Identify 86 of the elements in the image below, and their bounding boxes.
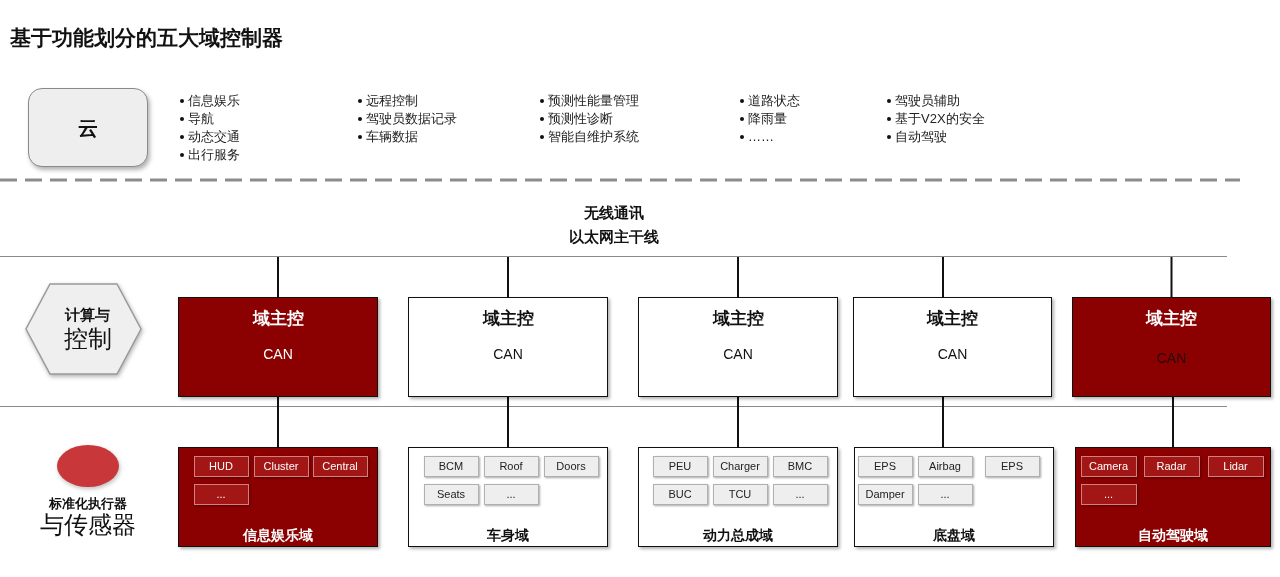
row-label: 与传感器 bbox=[40, 510, 136, 540]
domain-title: 底盘域 bbox=[933, 526, 975, 545]
controller-box bbox=[408, 297, 608, 397]
connector-line bbox=[942, 256, 944, 298]
domain-panel bbox=[408, 447, 608, 547]
connector-line bbox=[1172, 396, 1174, 448]
module-tag: PEU bbox=[652, 455, 708, 477]
list-item: 出行服务 bbox=[188, 146, 240, 164]
domain-panel bbox=[854, 447, 1054, 547]
module-tag: EPS bbox=[984, 455, 1040, 477]
module-tag: ... bbox=[483, 483, 539, 505]
module-tag: BCM bbox=[423, 455, 479, 477]
module-tag: Radar bbox=[1143, 455, 1200, 477]
category-box bbox=[28, 88, 148, 167]
diagram-title: 基于功能划分的五大域控制器 bbox=[10, 26, 283, 50]
list-item: 智能自维护系统 bbox=[548, 128, 639, 146]
domain-title: 信息娱乐域 bbox=[243, 526, 313, 545]
controller-title: 域主控 bbox=[1146, 308, 1197, 329]
connector-line bbox=[507, 256, 509, 298]
domain-panel bbox=[1075, 447, 1271, 547]
module-tag: ... bbox=[917, 483, 973, 505]
module-tag: ... bbox=[193, 483, 249, 505]
module-tag: Damper bbox=[857, 483, 913, 505]
domain-title: 自动驾驶域 bbox=[1138, 526, 1208, 545]
connector-line bbox=[277, 256, 279, 298]
list-item: 远程控制 bbox=[366, 92, 418, 110]
module-tag: Doors bbox=[543, 455, 599, 477]
bus-type-label: CAN bbox=[263, 345, 293, 363]
row-label: 标准化执行器 bbox=[49, 496, 127, 512]
hexagon-shape bbox=[25, 283, 142, 375]
list-item: 驾驶员辅助 bbox=[895, 92, 960, 110]
controller-title: 域主控 bbox=[252, 308, 304, 329]
controller-box bbox=[1072, 297, 1271, 397]
module-tag: Lidar bbox=[1207, 455, 1264, 477]
domain-title: 动力总成域 bbox=[703, 526, 773, 545]
module-tag: HUD bbox=[193, 455, 249, 477]
list-item: 自动驾驶 bbox=[895, 128, 947, 146]
controller-title: 域主控 bbox=[712, 308, 764, 329]
module-tag: Seats bbox=[423, 483, 479, 505]
domain-panel bbox=[638, 447, 838, 547]
category-label: 云 bbox=[78, 115, 98, 140]
connector-line bbox=[737, 396, 739, 448]
connector-line bbox=[942, 396, 944, 448]
list-item: 车辆数据 bbox=[366, 128, 418, 146]
controller-title: 域主控 bbox=[927, 308, 978, 329]
list-item: 道路状态 bbox=[748, 92, 800, 110]
bus-type-label: CAN bbox=[493, 345, 523, 363]
backbone-label: 无线通讯 bbox=[583, 203, 644, 223]
module-tag: Camera bbox=[1080, 455, 1137, 477]
bus-type-label: CAN bbox=[1156, 349, 1187, 367]
module-tag: ... bbox=[772, 483, 828, 505]
module-tag: EPS bbox=[857, 455, 913, 477]
module-tag: Charger bbox=[712, 455, 768, 477]
module-tag: BMC bbox=[772, 455, 828, 477]
row-label: 计算与 bbox=[65, 305, 110, 325]
module-tag: Airbag bbox=[917, 455, 973, 477]
domain-panel bbox=[178, 447, 378, 547]
controller-box bbox=[853, 297, 1052, 397]
list-item: 基于V2X的安全 bbox=[895, 110, 985, 128]
connector-line bbox=[507, 396, 509, 448]
domain-title: 车身域 bbox=[487, 526, 529, 545]
controller-box bbox=[638, 297, 838, 397]
list-item: 降雨量 bbox=[748, 110, 787, 128]
row-label: 控制 bbox=[63, 325, 112, 353]
module-tag: TCU bbox=[712, 483, 768, 505]
oval-shape bbox=[57, 445, 119, 487]
connector-line bbox=[1170, 256, 1173, 298]
backbone-label: 以太网主干线 bbox=[568, 227, 659, 247]
bus-type-label: CAN bbox=[723, 345, 753, 363]
module-tag: Cluster bbox=[253, 455, 309, 477]
list-item: 动态交通 bbox=[188, 128, 240, 146]
list-item: 预测性能量管理 bbox=[548, 92, 639, 110]
list-item: 信息娱乐 bbox=[188, 92, 240, 110]
list-item: 预测性诊断 bbox=[548, 110, 613, 128]
list-item: …… bbox=[748, 128, 774, 146]
bus-type-label: CAN bbox=[937, 345, 968, 363]
controller-box bbox=[178, 297, 378, 397]
module-tag: Roof bbox=[483, 455, 539, 477]
connector-line bbox=[277, 396, 279, 448]
connector-line bbox=[737, 256, 739, 298]
controller-title: 域主控 bbox=[482, 308, 534, 329]
module-tag: Central bbox=[312, 455, 368, 477]
list-item: 驾驶员数据记录 bbox=[366, 110, 457, 128]
module-tag: ... bbox=[1080, 483, 1137, 505]
module-tag: BUC bbox=[652, 483, 708, 505]
list-item: 导航 bbox=[188, 110, 214, 128]
